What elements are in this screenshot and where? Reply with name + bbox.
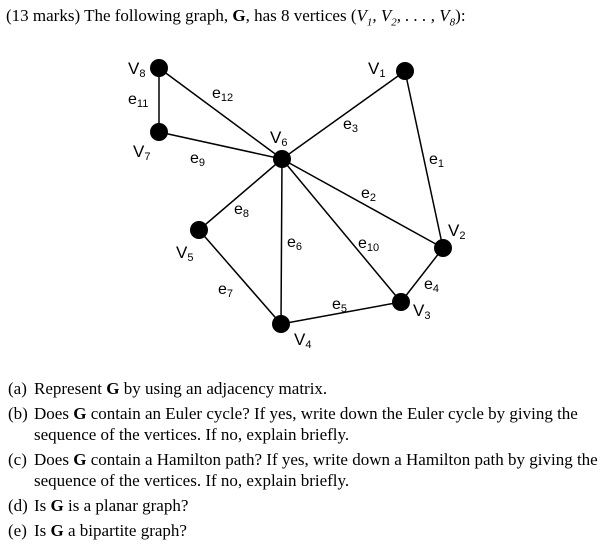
question-a: (a) Represent G by using an adjacency ma…: [8, 378, 604, 399]
edge-e4: [400, 247, 444, 303]
question-marker: (e): [8, 521, 27, 540]
header-mid: , has 8 vertices (: [245, 6, 357, 25]
edge-e12: [158, 67, 283, 160]
question-marker: (a): [8, 379, 27, 398]
edge-label-e9: e9: [190, 150, 205, 169]
question-d: (d) Is G is a planar graph?: [8, 495, 604, 516]
question-text: a bipartite graph?: [63, 521, 187, 540]
question-text: Does: [34, 450, 74, 469]
question-c: (c) Does G contain a Hamilton path? If y…: [8, 449, 604, 491]
vertex-v8: [150, 59, 168, 77]
question-marker: (b): [8, 404, 28, 423]
question-text: Is: [34, 496, 51, 515]
question-text: contain an Euler cycle? If yes, write do…: [34, 404, 578, 444]
edge-label-e2: e2: [361, 185, 376, 204]
vertex-label-v6: V6: [270, 128, 287, 149]
edge-label-e1: e1: [429, 151, 444, 170]
graph-name: G: [73, 404, 87, 423]
edge-e5: [280, 301, 402, 325]
edge-e1: [404, 70, 444, 249]
question-text: is a planar graph?: [63, 496, 189, 515]
vertex-label-v1: V1: [368, 59, 385, 80]
edge-e9: [158, 131, 283, 160]
graph-name: G: [106, 379, 120, 398]
edge-label-e11: e11: [128, 91, 148, 110]
vertex-label-v7: V7: [133, 142, 150, 163]
question-text: contain a Hamilton path? If yes, write d…: [34, 450, 598, 490]
question-text: by using an adjacency matrix.: [119, 379, 328, 398]
question-text: Represent: [34, 379, 107, 398]
edge-label-e12: e12: [212, 85, 233, 104]
vertex-label-v3: V3: [413, 301, 430, 322]
edge-label-e4: e4: [424, 276, 439, 295]
vertex-label-v5: V5: [176, 243, 193, 264]
vertex-v6: [273, 150, 291, 168]
vertex-v1: [396, 62, 414, 80]
edge-e7: [198, 229, 282, 325]
question-b: (b) Does G contain an Euler cycle? If ye…: [8, 403, 604, 445]
question-marker: (c): [8, 450, 27, 469]
vertex-v5: [190, 221, 208, 239]
vertex-v7: [150, 123, 168, 141]
edge-e8: [198, 158, 283, 231]
question-text: Does: [34, 404, 74, 423]
vertex-v4: [272, 315, 290, 333]
question-list: (a) Represent G by using an adjacency ma…: [8, 378, 604, 545]
header-lead: The following graph,: [84, 6, 229, 25]
edge-e2: [281, 158, 444, 249]
vertex-label-v8: V8: [128, 59, 145, 80]
edge-label-e8: e8: [234, 201, 249, 220]
edge-label-e6: e6: [287, 234, 302, 253]
graph-name: G: [50, 496, 64, 515]
vertex-v2: [434, 239, 452, 257]
question-e: (e) Is G a bipartite graph?: [8, 520, 604, 541]
question-text: Is: [34, 521, 51, 540]
vertex-label-v4: V4: [294, 330, 311, 351]
header-tail: ):: [455, 6, 466, 25]
edge-label-e10: e10: [358, 235, 379, 254]
graph-name: G: [50, 521, 64, 540]
edge-e6: [280, 158, 283, 325]
vertex-list: V1, V2, . . . , V8: [356, 6, 456, 29]
edge-label-e5: e5: [332, 296, 347, 315]
vertex-v3: [392, 293, 410, 311]
edge-e10: [281, 158, 402, 303]
graph-name: G: [232, 6, 246, 25]
edge-label-e3: e3: [343, 116, 358, 135]
question-marker: (d): [8, 496, 28, 515]
vertex-label-v2: V2: [448, 221, 465, 242]
question-header: (13 marks) The following graph, G, has 8…: [6, 6, 466, 28]
edge-label-e7: e7: [218, 281, 233, 300]
marks-label: (13 marks): [6, 6, 81, 25]
edge-e3: [281, 70, 406, 160]
graph-name: G: [73, 450, 87, 469]
